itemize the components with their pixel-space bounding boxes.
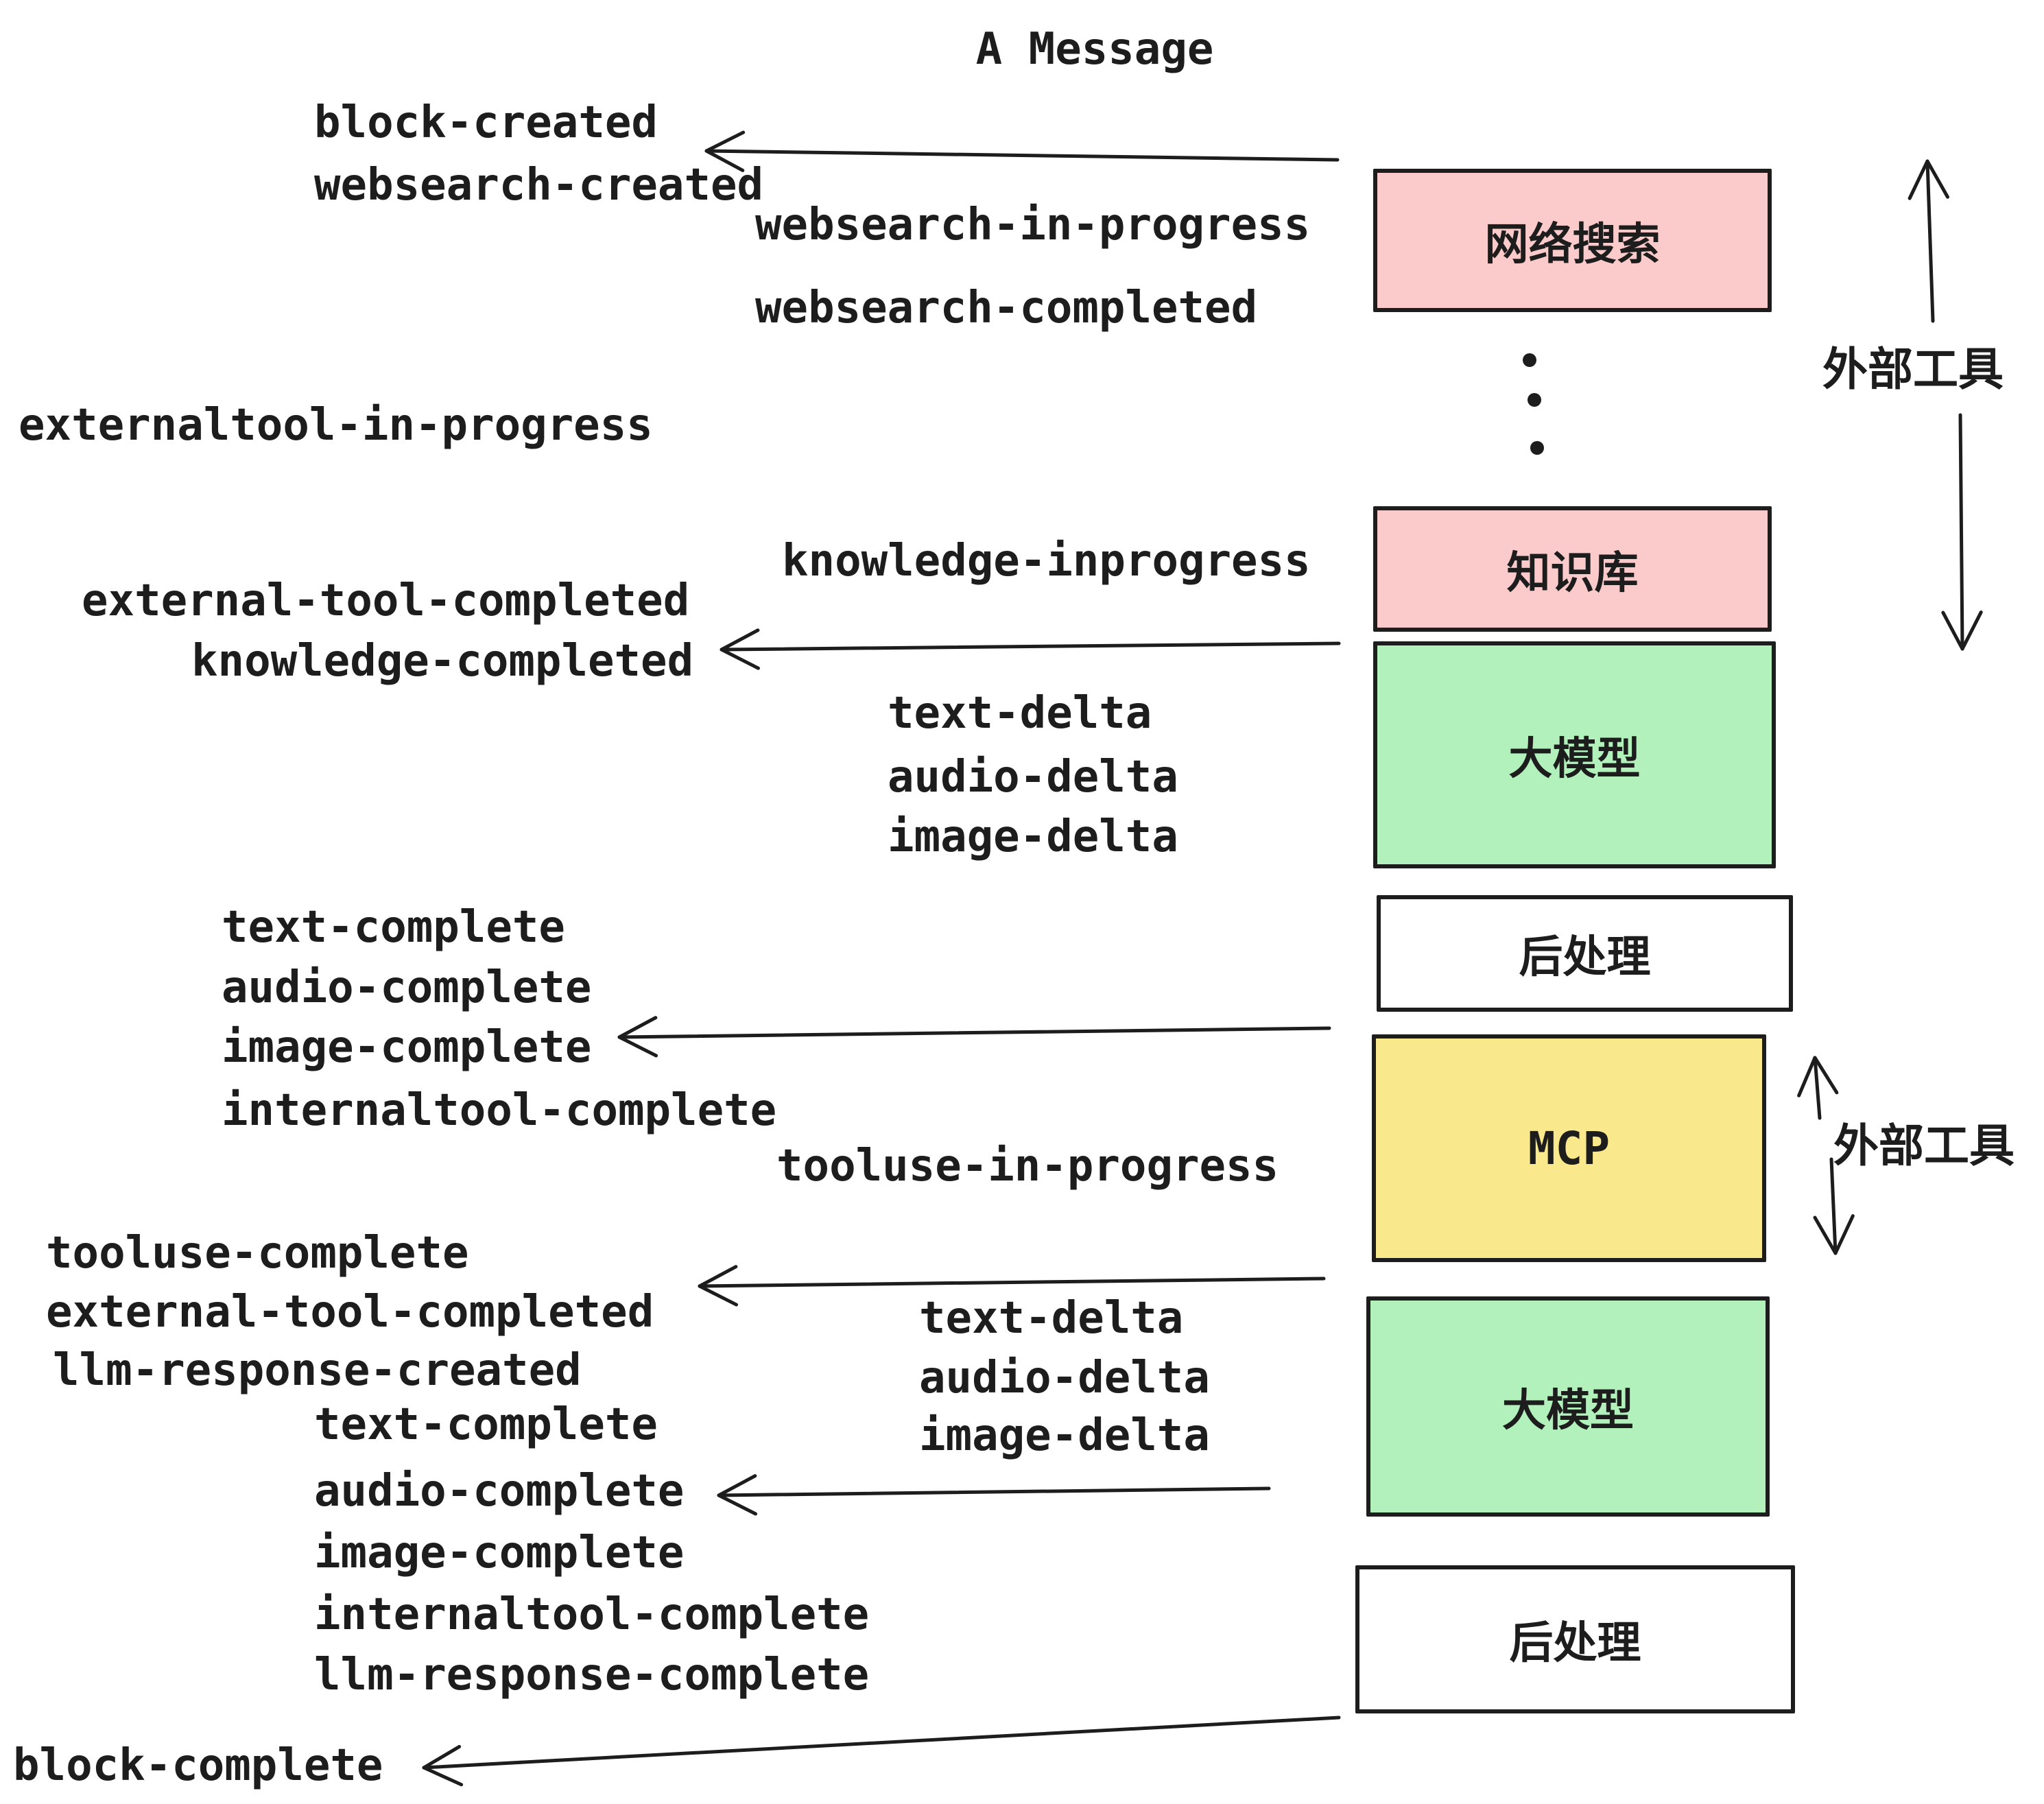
ellipsis-dot bbox=[1528, 393, 1541, 407]
arrow-line bbox=[617, 1016, 658, 1039]
node-post-1: 后处理 bbox=[1377, 895, 1793, 1012]
event-label: externaltool-in-progress bbox=[19, 400, 653, 451]
event-label: websearch-in-progress bbox=[755, 200, 1311, 250]
node-llm-2: 大模型 bbox=[1366, 1296, 1770, 1517]
event-label: image-complete bbox=[314, 1528, 685, 1578]
arrow-line bbox=[704, 130, 746, 153]
arrow-line bbox=[720, 648, 760, 670]
ellipsis-dot bbox=[1523, 353, 1536, 367]
arrow-line bbox=[1925, 159, 1935, 323]
arrow-line bbox=[720, 641, 1341, 652]
event-label: text-delta bbox=[919, 1293, 1184, 1344]
event-label: tooluse-complete bbox=[46, 1228, 469, 1279]
arrow-line bbox=[1813, 1056, 1822, 1120]
node-websearch-label: 网络搜索 bbox=[1484, 219, 1661, 269]
event-label: image-delta bbox=[888, 811, 1178, 862]
event-label: audio-delta bbox=[919, 1353, 1210, 1403]
node-post-2-label: 后处理 bbox=[1509, 1618, 1641, 1667]
arrow-line bbox=[717, 1474, 757, 1497]
event-label: websearch-completed bbox=[755, 283, 1258, 333]
arrow-line bbox=[617, 1026, 1331, 1039]
arrow-line bbox=[1833, 1214, 1855, 1255]
event-label: block-created bbox=[314, 97, 658, 148]
arrow-line bbox=[1813, 1215, 1838, 1255]
side-label-1: 外部工具 bbox=[1833, 1120, 2015, 1171]
arrow-line bbox=[698, 1265, 738, 1288]
event-label: audio-delta bbox=[888, 752, 1178, 803]
arrow-line bbox=[698, 1277, 1326, 1288]
arrow-line bbox=[422, 1744, 462, 1770]
event-label: text-complete bbox=[314, 1399, 658, 1450]
arrow-line bbox=[1797, 1056, 1817, 1097]
node-post-1-label: 后处理 bbox=[1519, 932, 1651, 982]
event-label: audio-complete bbox=[222, 962, 592, 1013]
node-llm-1-label: 大模型 bbox=[1508, 733, 1641, 783]
arrow-line bbox=[717, 1486, 1271, 1497]
event-label: external-tool-completed bbox=[82, 575, 690, 626]
ellipsis-dot bbox=[1530, 441, 1544, 455]
event-label: knowledge-completed bbox=[191, 636, 694, 687]
side-label-0: 外部工具 bbox=[1822, 344, 2004, 394]
arrow-line bbox=[422, 1716, 1341, 1770]
node-llm-1: 大模型 bbox=[1373, 641, 1776, 868]
arrow-line bbox=[698, 1284, 739, 1307]
arrow-line bbox=[1941, 610, 1964, 651]
arrow-line bbox=[1813, 1056, 1839, 1095]
event-label: image-complete bbox=[222, 1022, 592, 1073]
event-label: image-delta bbox=[919, 1410, 1210, 1461]
node-mcp-label: MCP bbox=[1528, 1121, 1611, 1175]
event-label: text-complete bbox=[222, 902, 565, 953]
arrow-line bbox=[1908, 159, 1929, 200]
event-label: websearch-created bbox=[314, 160, 764, 211]
event-label: internaltool-complete bbox=[314, 1589, 870, 1640]
arrow-line bbox=[617, 1035, 658, 1058]
arrow-line bbox=[422, 1766, 464, 1787]
arrow-line bbox=[1958, 413, 1964, 651]
arrow-line bbox=[1960, 610, 1983, 651]
event-label: external-tool-completed bbox=[46, 1287, 654, 1338]
event-label: tooluse-in-progress bbox=[776, 1141, 1279, 1191]
node-knowledge-label: 知识库 bbox=[1506, 547, 1639, 597]
event-label: llm-response-complete bbox=[314, 1650, 870, 1700]
event-label: text-delta bbox=[888, 688, 1152, 739]
node-mcp: MCP bbox=[1372, 1034, 1766, 1262]
node-llm-2-label: 大模型 bbox=[1502, 1385, 1634, 1435]
event-label: internaltool-complete bbox=[222, 1085, 777, 1136]
event-label: block-complete bbox=[13, 1740, 383, 1791]
arrow-line bbox=[720, 628, 760, 652]
event-label: llm-response-created bbox=[53, 1345, 582, 1396]
node-post-2: 后处理 bbox=[1355, 1565, 1795, 1713]
node-websearch: 网络搜索 bbox=[1373, 169, 1772, 312]
event-label: audio-complete bbox=[314, 1466, 685, 1517]
event-label: knowledge-inprogress bbox=[782, 536, 1311, 586]
diagram-title: A Message bbox=[975, 24, 1214, 75]
arrow-line bbox=[1925, 159, 1950, 199]
arrow-line bbox=[704, 149, 1340, 162]
arrow-line bbox=[717, 1493, 758, 1516]
node-knowledge: 知识库 bbox=[1373, 506, 1772, 632]
